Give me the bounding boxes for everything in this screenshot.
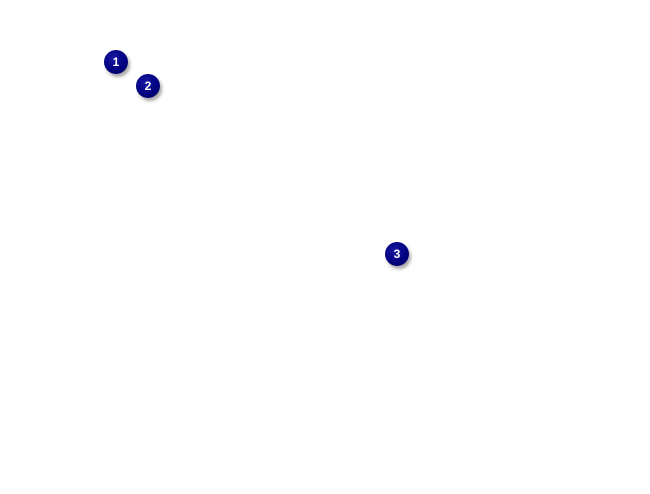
numbered-marker-1[interactable]: 1 [104,50,128,74]
numbered-marker-2[interactable]: 2 [136,74,160,98]
numbered-marker-3[interactable]: 3 [385,242,409,266]
